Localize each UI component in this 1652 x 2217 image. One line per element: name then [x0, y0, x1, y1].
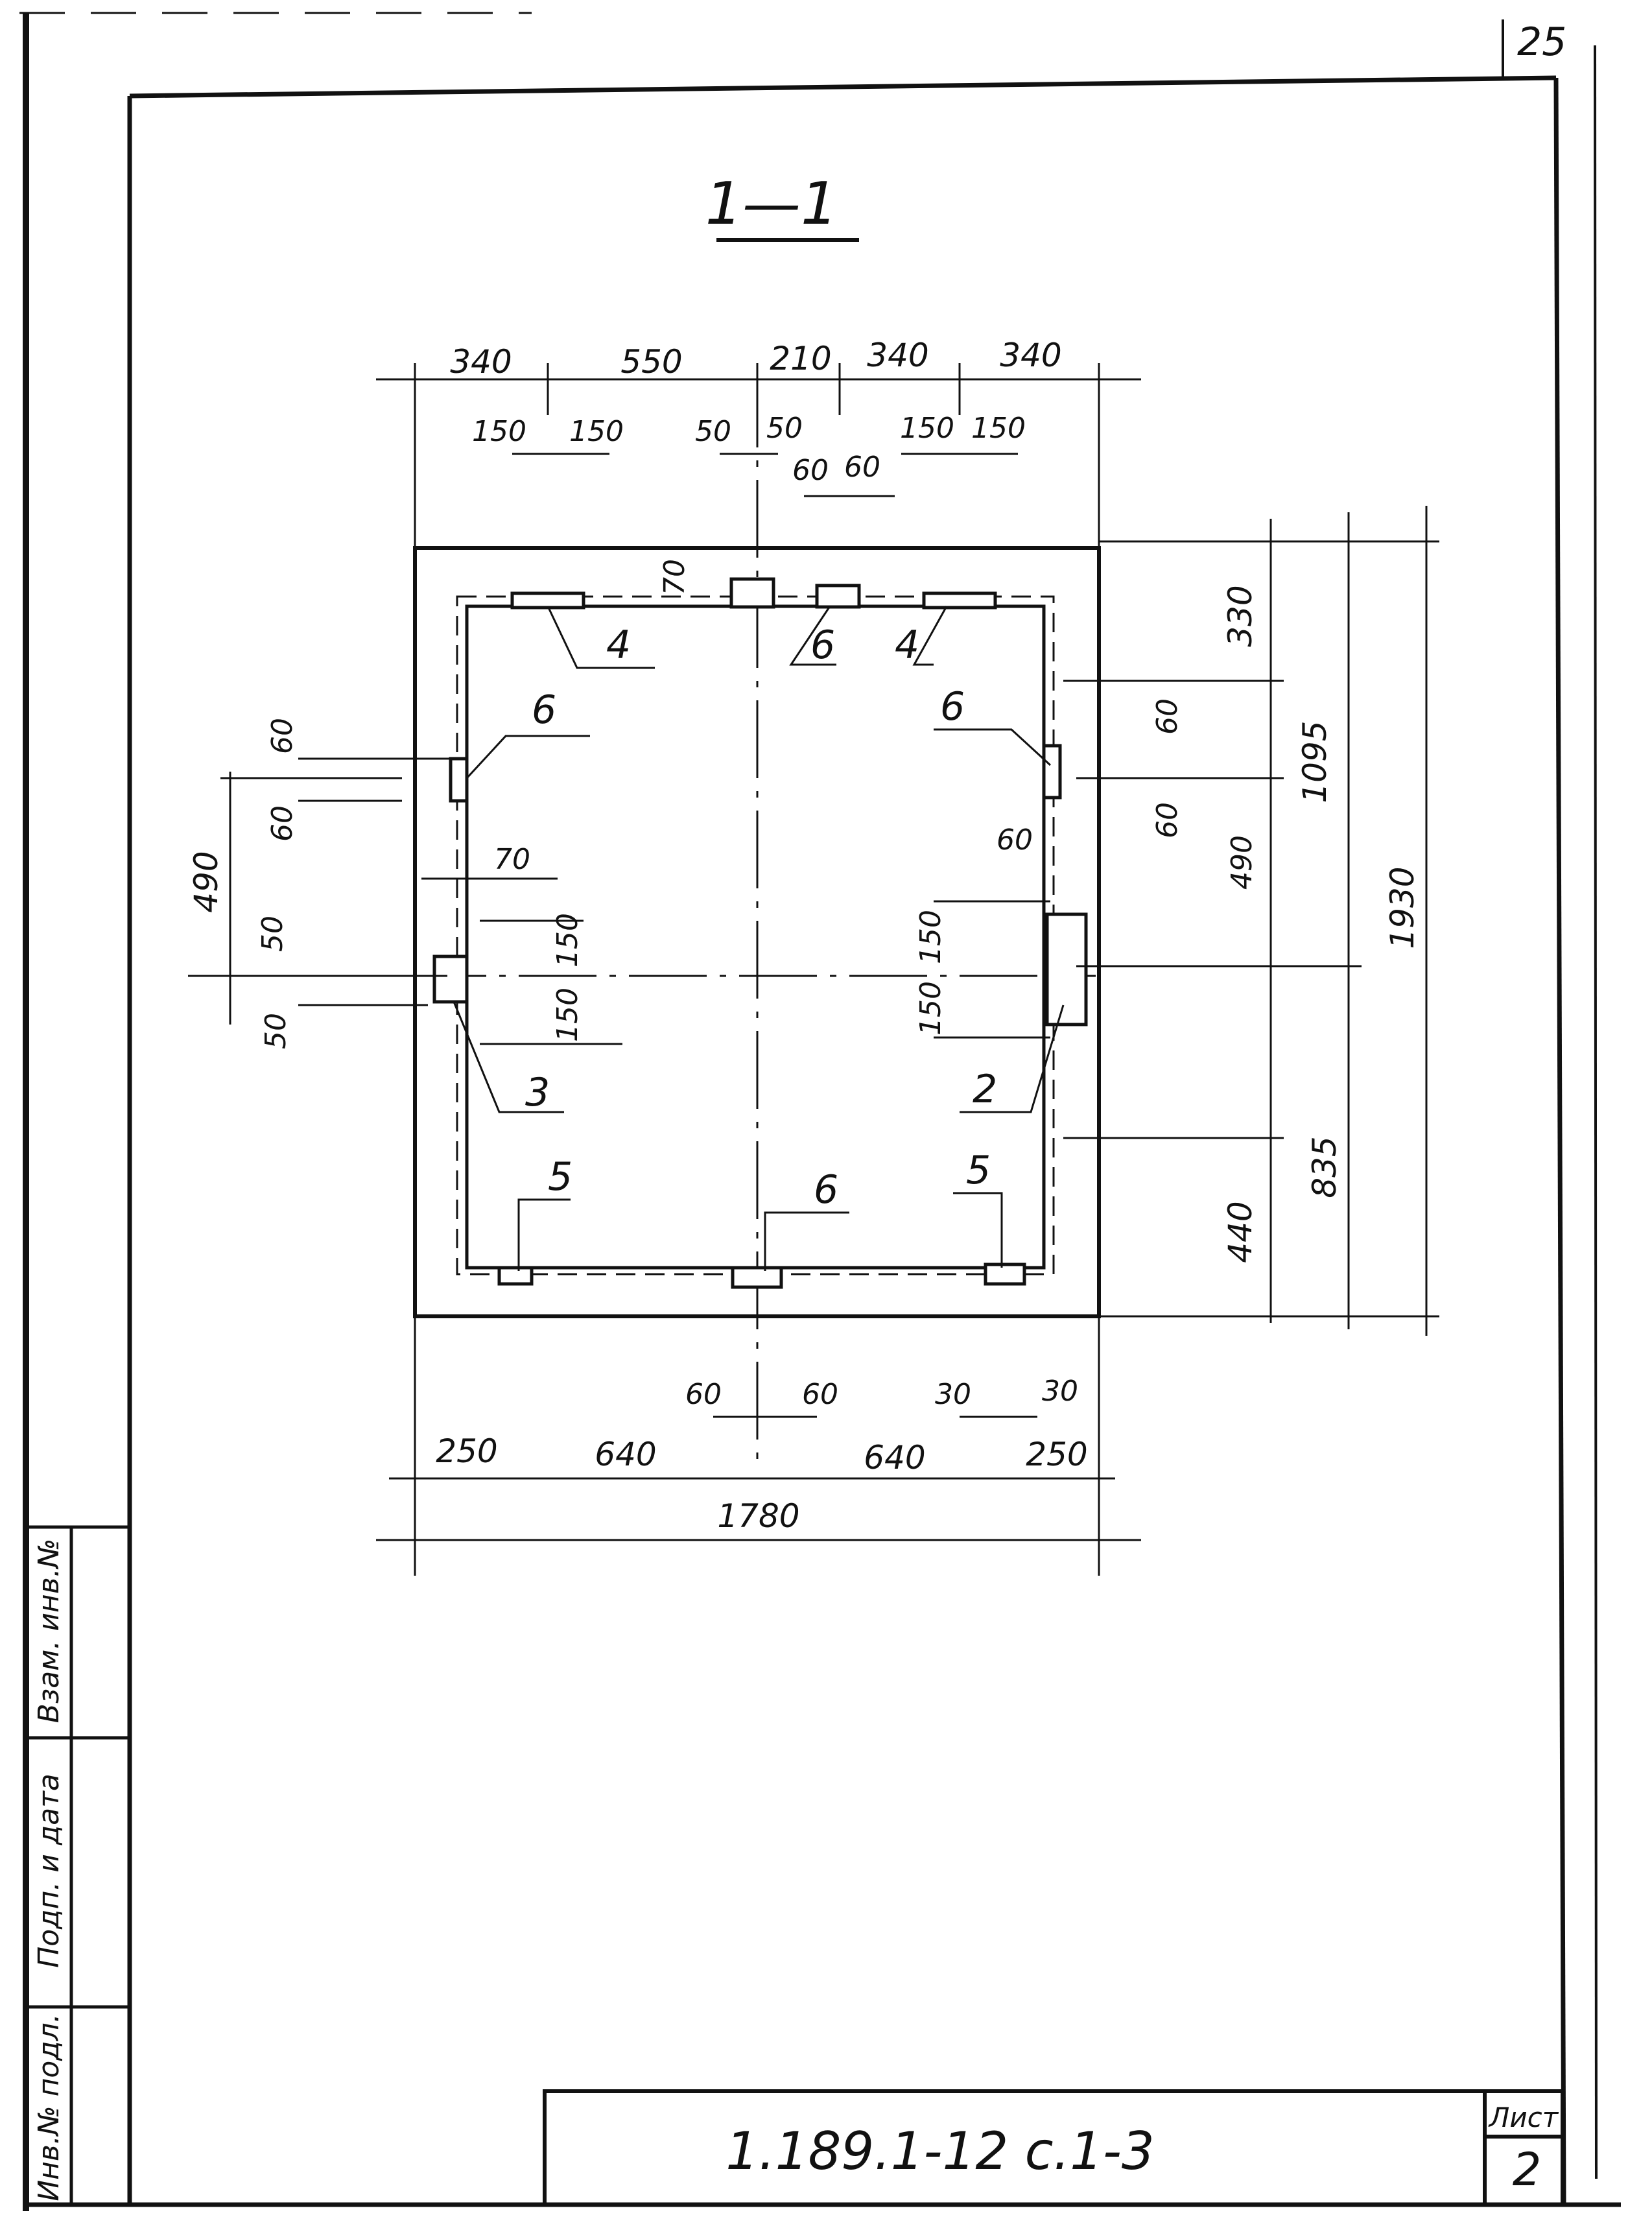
section-title: 1—1 — [705, 170, 838, 238]
left-dimensions: 60 60 490 70 50 50 150 150 — [187, 718, 584, 1049]
side-stamp — [24, 1525, 132, 2207]
embed-part-4-left — [510, 591, 585, 610]
dim-left-6: 50 — [259, 1013, 292, 1049]
callout-6-top: 6 — [810, 622, 835, 668]
dim-right-chain-a-3: 440 — [1221, 1201, 1259, 1263]
right-dimension-chains: 330 490 440 1095 835 1930 — [1221, 585, 1421, 1263]
side-stamp-labels: Инв.№ подл. Подп. и дата Взам. инв.№ — [32, 1539, 65, 2201]
callout-4-right: 4 — [895, 622, 919, 668]
callout-6-bottom: 6 — [814, 1167, 838, 1213]
embed-part-top-center — [729, 577, 775, 609]
dim-right-1: 60 — [1151, 698, 1184, 735]
callout-6-left: 6 — [532, 687, 556, 733]
dim-right-chain-b-2: 835 — [1306, 1136, 1343, 1198]
dim-left-8: 150 — [551, 988, 584, 1042]
callout-2: 2 — [973, 1067, 997, 1112]
callouts: 4 6 4 6 6 3 2 5 6 5 — [525, 622, 997, 1213]
stamp-cell-sign-date: Подп. и дата — [32, 1773, 65, 1968]
dim-top-sub-5: 60 — [792, 454, 829, 487]
callout-3: 3 — [525, 1070, 550, 1115]
dim-right-4: 490 — [1225, 835, 1258, 890]
dim-top-sub-7: 150 — [900, 412, 954, 445]
dim-bottom-sub-2: 60 — [802, 1378, 838, 1411]
dim-bottom-sub-1: 60 — [685, 1378, 722, 1411]
dimension-lines — [220, 363, 1439, 1576]
dim-top-inner: 70 — [658, 559, 691, 595]
bottom-dimension-chain: 250 640 640 250 1780 — [436, 1432, 1087, 1535]
dim-right-chain-a-1: 330 — [1221, 585, 1259, 646]
callout-6-right: 6 — [940, 684, 965, 729]
dim-bottom-sub-4: 30 — [1042, 1375, 1078, 1408]
embed-part-6-left — [449, 757, 469, 803]
dim-top-sub-2: 150 — [569, 415, 624, 448]
dim-right-5: 150 — [914, 910, 947, 964]
dim-right-6: 150 — [914, 981, 947, 1036]
plan-view — [188, 370, 1101, 1472]
top-dimension-chain: 340 550 210 340 340 — [450, 337, 1061, 381]
dim-left-5: 50 — [256, 916, 289, 952]
dim-top-3: 210 — [770, 340, 831, 377]
embed-part-3 — [432, 954, 469, 1004]
dim-top-sub-8: 150 — [971, 412, 1026, 445]
dim-bottom-2: 640 — [595, 1436, 656, 1473]
dim-top-5: 340 — [1000, 337, 1061, 374]
right-local-dimensions: 60 60 60 490 150 150 — [914, 698, 1258, 1036]
dim-top-sub-4: 50 — [766, 412, 803, 445]
embedded-parts — [432, 577, 1088, 1289]
sheet-number: 2 — [1513, 2143, 1542, 2196]
callout-5-left: 5 — [548, 1154, 572, 1200]
sheet-label: Лист — [1488, 2102, 1559, 2133]
embed-part-5-right — [984, 1263, 1026, 1286]
corner-mark: 25 — [1517, 19, 1566, 65]
bottom-dimensions: 60 60 30 30 — [685, 1375, 1078, 1411]
dim-right-chain-b-1: 1095 — [1296, 720, 1334, 803]
dim-right-2: 60 — [1151, 802, 1184, 838]
stamp-cell-inv-no: Инв.№ подл. — [32, 2013, 65, 2201]
drawing-code: 1.189.1-12 с.1-3 — [726, 2121, 1155, 2181]
dim-top-sub-6: 60 — [844, 451, 880, 484]
dim-overall-width: 1780 — [717, 1497, 799, 1535]
embed-part-6-bottom — [731, 1266, 783, 1289]
top-sub-dimensions: 150 150 50 50 60 60 150 150 70 — [472, 412, 1026, 595]
dim-left-2: 60 — [266, 805, 299, 842]
embed-part-4-right — [922, 591, 997, 610]
dim-bottom-sub-3: 30 — [935, 1378, 971, 1411]
embed-part-6-top — [815, 584, 861, 609]
dim-right-3: 60 — [997, 824, 1033, 857]
dim-left-1: 60 — [266, 718, 299, 754]
dim-left-3: 490 — [187, 851, 225, 912]
dim-bottom-1: 250 — [436, 1432, 497, 1470]
dim-bottom-3: 640 — [864, 1439, 925, 1476]
dim-top-1: 340 — [450, 343, 512, 381]
dim-left-4: 70 — [494, 843, 530, 876]
dim-top-sub-1: 150 — [472, 415, 526, 448]
dim-bottom-4: 250 — [1026, 1436, 1087, 1473]
dim-top-4: 340 — [867, 337, 928, 374]
dim-left-7: 150 — [551, 913, 584, 967]
callout-leaders — [453, 606, 1065, 1271]
dim-overall-height: 1930 — [1384, 866, 1421, 949]
title-block — [543, 2089, 1564, 2207]
dim-top-2: 550 — [620, 343, 682, 381]
embed-part-5-left — [497, 1266, 534, 1286]
callout-4-left: 4 — [606, 622, 631, 668]
dim-top-sub-3: 50 — [695, 415, 731, 448]
callout-5-right: 5 — [966, 1148, 991, 1193]
embed-part-2 — [1045, 912, 1088, 1026]
embed-part-6-right — [1042, 744, 1062, 800]
stamp-cell-replaced-inv: Взам. инв.№ — [32, 1539, 65, 1724]
